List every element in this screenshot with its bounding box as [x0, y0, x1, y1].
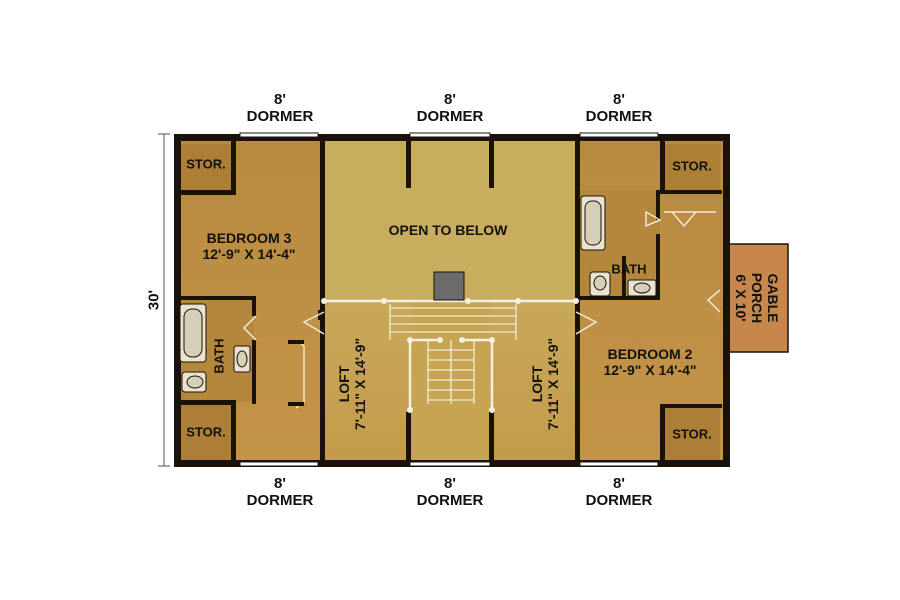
- dormer-label: DORMER: [246, 108, 314, 125]
- dormer-top-left: 8' DORMER: [247, 91, 314, 126]
- bedroom-2-label: BEDROOM 2 12'-9" X 14'-4": [603, 346, 696, 378]
- stor-top-left-label: STOR.: [186, 156, 226, 172]
- room-name: BEDROOM 2: [607, 345, 693, 362]
- chimney: [433, 271, 465, 301]
- stor-bottom-left-label: STOR.: [186, 424, 226, 440]
- open-to-below-label: OPEN TO BELOW: [388, 221, 508, 238]
- stor-bottom-right-floor: [662, 408, 720, 460]
- dormer-size: 8': [274, 90, 286, 108]
- dormer-label: DORMER: [585, 492, 653, 509]
- stor-bottom-right-label: STOR.: [672, 426, 712, 442]
- dormer-label: DORMER: [416, 492, 484, 509]
- dormer-size: 8': [613, 90, 625, 108]
- dormer-bottom-right: 8' DORMER: [586, 475, 653, 510]
- room-name: LOFT: [528, 365, 545, 403]
- staircase: [389, 304, 517, 404]
- dimension-line-30: [158, 133, 170, 467]
- dormer-bottom-center: 8' DORMER: [417, 475, 484, 510]
- dormer-bottom-left: 8' DORMER: [247, 475, 314, 510]
- loft-right-floor: [492, 302, 576, 464]
- stor-bottom-left-floor: [178, 404, 234, 460]
- room-name: BEDROOM 3: [206, 229, 292, 246]
- dormer-size: 8': [274, 474, 286, 492]
- closet-walls: [288, 340, 304, 406]
- loft-right-label: LOFT 7'-11" X 14'-9": [529, 338, 561, 430]
- dormer-windows: [239, 132, 659, 467]
- room-name-line-2: PORCH: [749, 272, 766, 324]
- dormer-label: DORMER: [585, 108, 653, 125]
- dormer-top-center: 8' DORMER: [417, 91, 484, 126]
- dormer-size: 8': [613, 474, 625, 492]
- dormer-top-right: 8' DORMER: [586, 91, 653, 126]
- bath-fixtures: [179, 195, 657, 393]
- door-swings: [242, 210, 721, 409]
- stor-top-left-floor: [178, 144, 234, 192]
- dormer-label: DORMER: [416, 108, 484, 125]
- dormer-size: 8': [444, 90, 456, 108]
- bath-left-label: BATH: [211, 338, 227, 374]
- bath-right-label: BATH: [611, 261, 647, 277]
- room-size: 6' X 10': [732, 274, 749, 322]
- overall-dimension-label: 30': [145, 289, 163, 311]
- stor-top-right-floor: [662, 144, 720, 192]
- loft-left-floor: [324, 302, 410, 464]
- dormer-label: DORMER: [246, 492, 314, 509]
- room-size: 7'-11" X 14'-9": [545, 337, 561, 431]
- room-name: LOFT: [335, 365, 352, 403]
- loft-left-label: LOFT 7'-11" X 14'-9": [336, 338, 368, 430]
- railing-posts: [321, 298, 579, 413]
- gable-porch-floor: [725, 243, 789, 353]
- bedroom-3-label: BEDROOM 3 12'-9" X 14'-4": [202, 230, 295, 262]
- stor-top-right-label: STOR.: [672, 158, 712, 174]
- room-size: 12'-9" X 14'-4": [202, 246, 296, 262]
- dormer-size: 8': [444, 474, 456, 492]
- room-size: 12'-9" X 14'-4": [603, 362, 697, 378]
- room-size: 7'-11" X 14'-9": [352, 337, 368, 431]
- room-name: GABLE: [765, 273, 782, 323]
- railing: [324, 299, 576, 410]
